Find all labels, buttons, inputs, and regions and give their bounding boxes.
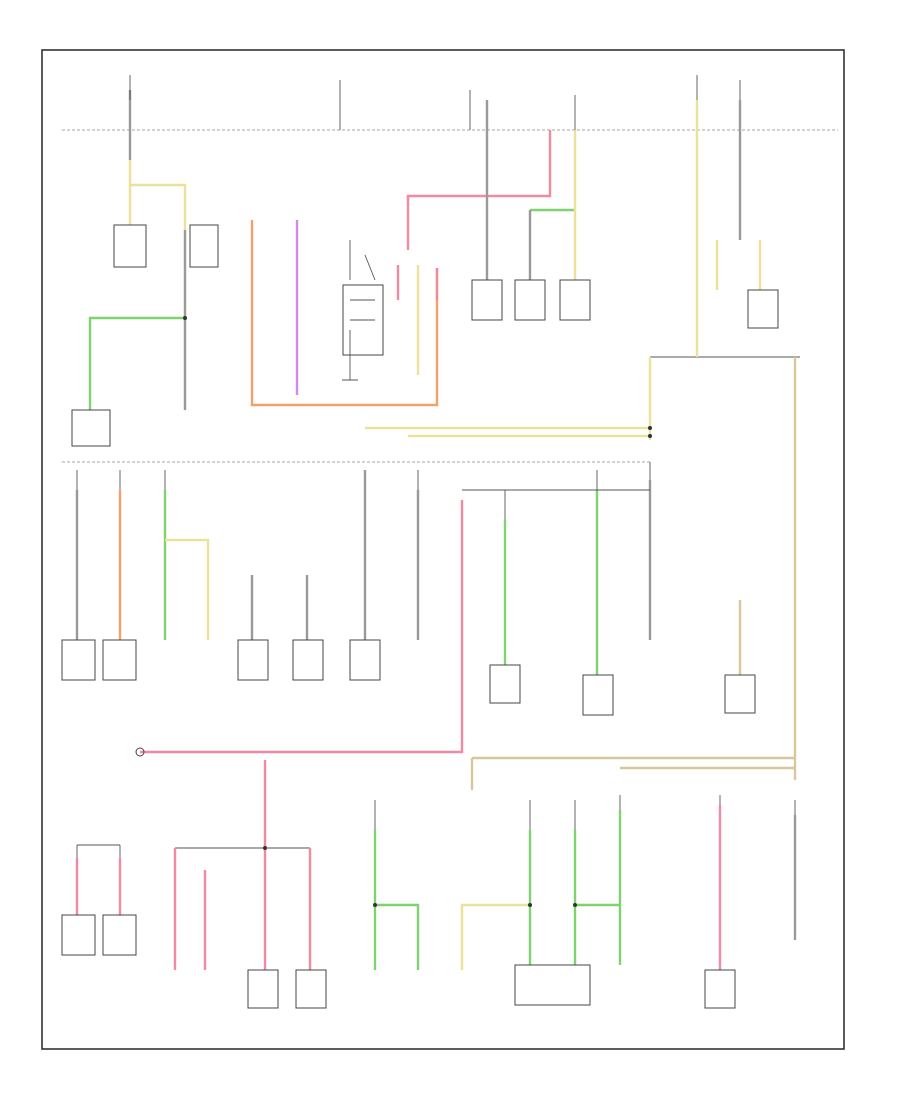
wire-bot-9 — [460, 903, 530, 970]
component-box — [113, 224, 147, 268]
splice-dot — [648, 434, 652, 438]
wire-mid-pink — [140, 500, 464, 754]
splice-dot — [263, 846, 267, 850]
component-box — [189, 224, 219, 268]
bottom-left-tap — [76, 844, 121, 858]
wire-top-orange — [250, 220, 439, 407]
ground-connector-icon — [135, 747, 145, 757]
component-box — [724, 674, 756, 714]
splice-points — [135, 316, 652, 907]
wire-mid-4 — [165, 538, 210, 640]
component-box — [489, 664, 521, 704]
component-box — [237, 639, 269, 681]
bottom-section-wires — [75, 760, 797, 970]
component-box — [471, 279, 503, 321]
top-section-wires — [88, 90, 762, 410]
component-box — [71, 409, 111, 447]
middle-fuse-taps — [76, 462, 651, 520]
component-boxes — [61, 224, 779, 1009]
component-box — [61, 639, 96, 681]
wire-top-1b — [128, 160, 187, 230]
component-box — [704, 969, 736, 1009]
fuse-taps — [76, 75, 796, 858]
splice-dot — [528, 903, 532, 907]
splice-dot — [373, 903, 377, 907]
component-box — [514, 279, 546, 321]
relay-contacts — [349, 240, 376, 321]
component-box — [247, 969, 279, 1009]
component-box — [61, 914, 96, 956]
splice-dot — [573, 903, 577, 907]
component-box — [102, 639, 137, 681]
component-box — [292, 639, 324, 681]
splice-dot — [183, 316, 187, 320]
right-trunk-wires — [365, 357, 797, 790]
component-box — [559, 279, 591, 321]
relay-symbol — [342, 240, 376, 381]
wire-bot-8 — [375, 903, 420, 970]
component-box — [102, 914, 137, 956]
component-box — [295, 969, 327, 1009]
middle-section-wires — [75, 470, 742, 754]
bottom-fuse-taps — [374, 795, 796, 830]
diagram-border — [41, 49, 845, 1050]
component-box — [582, 674, 614, 716]
splice-dot — [648, 426, 652, 430]
ground-symbol — [342, 330, 358, 381]
top-fuse-taps — [129, 75, 741, 130]
wire-top-3 — [88, 316, 185, 410]
component-box — [747, 289, 779, 329]
component-box — [349, 639, 381, 681]
component-box-wide — [514, 964, 591, 1006]
